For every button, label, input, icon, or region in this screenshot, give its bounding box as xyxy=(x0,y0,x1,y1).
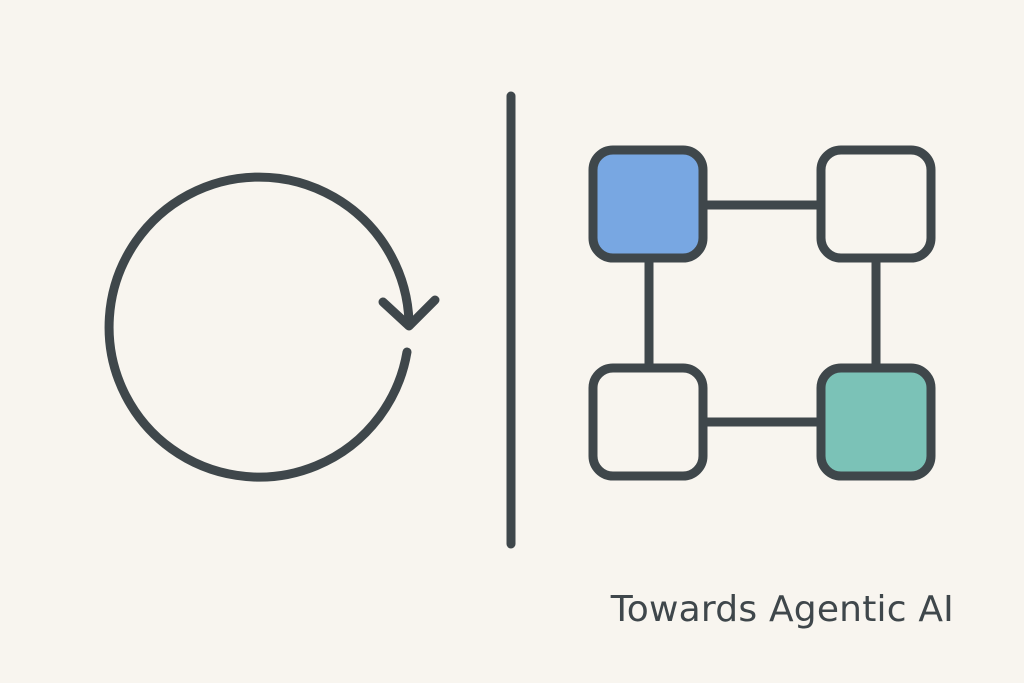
node-top-right xyxy=(816,145,936,263)
network-graph-icon xyxy=(588,145,936,481)
node-bottom-left xyxy=(588,363,708,481)
network-nodes xyxy=(588,145,936,481)
node-bottom-right xyxy=(816,363,936,481)
loop-arc xyxy=(104,172,414,482)
network-edges xyxy=(644,200,881,427)
circular-arrow-icon xyxy=(104,172,440,482)
caption-title: Towards Agentic AI xyxy=(610,589,954,630)
node-top-left xyxy=(588,145,708,263)
loop-arrowhead xyxy=(378,295,440,331)
